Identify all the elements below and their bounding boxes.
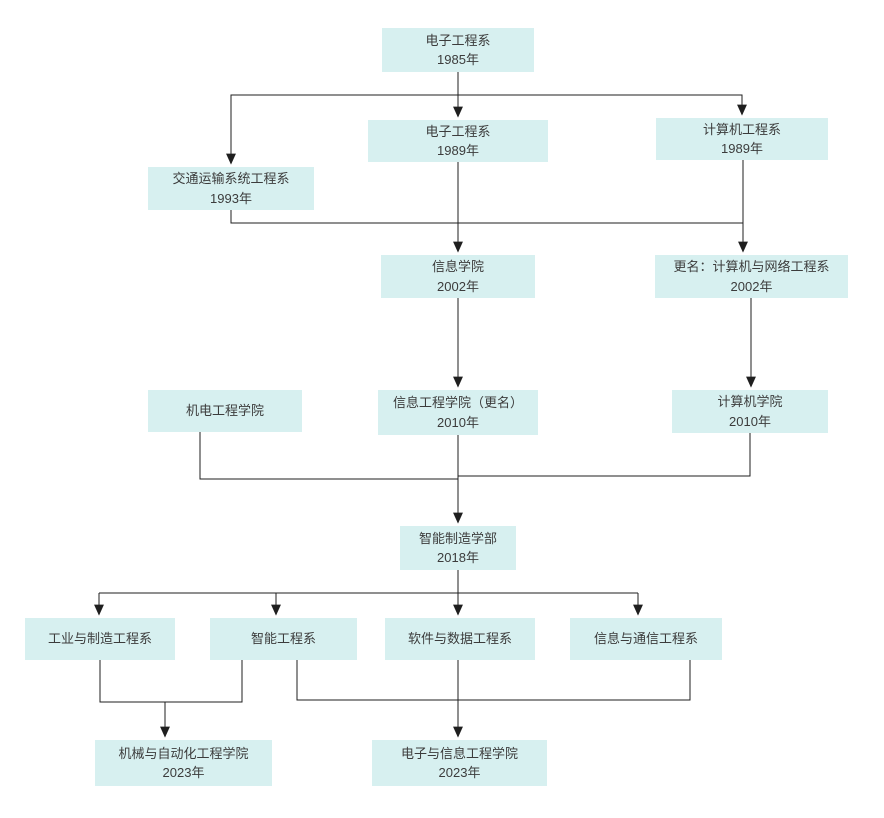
node-year: 2002年 bbox=[437, 278, 479, 294]
node-software-data-eng-dept: 软件与数据工程系 bbox=[385, 618, 535, 660]
node-electronic-eng-dept-1985: 电子工程系 1985年 bbox=[382, 28, 534, 72]
node-year: 1989年 bbox=[721, 141, 763, 156]
node-transportation-systems-eng-dept-1993: 交通运输系统工程系 1993年 bbox=[148, 167, 314, 210]
node-label: 计算机学院 bbox=[717, 394, 783, 409]
node-year: 1985年 bbox=[437, 52, 479, 67]
edge-transportation-1993-merge-line bbox=[230, 210, 743, 224]
node-year: 2023年 bbox=[438, 765, 481, 780]
node-label: 信息学院 bbox=[431, 259, 484, 274]
node-year: 1989年 bbox=[437, 143, 479, 158]
node-label: 智能工程系 bbox=[250, 631, 316, 647]
edge-computer-school-merge-line bbox=[458, 433, 751, 477]
edge-1985-to-computer-1989 bbox=[458, 94, 747, 116]
node-label: 机电工程学院 bbox=[185, 403, 264, 419]
edge-left-merge-line-2023 bbox=[99, 660, 243, 703]
node-information-eng-school-renamed-2010: 信息工程学院（更名） 2010年 bbox=[378, 390, 538, 435]
node-year: 2010年 bbox=[437, 414, 479, 430]
node-intelligent-eng-dept: 智能工程系 bbox=[210, 618, 357, 660]
node-industrial-manufacturing-eng-dept: 工业与制造工程系 bbox=[25, 618, 175, 660]
node-mechatronic-eng-school: 机电工程学院 bbox=[148, 390, 302, 432]
node-information-school-2002: 信息学院 2002年 bbox=[381, 255, 535, 298]
node-label: 交通运输系统工程系 bbox=[172, 171, 290, 186]
node-mechanical-automation-eng-school-2023: 机械与自动化工程学院 2023年 bbox=[95, 740, 272, 786]
node-label: 信息与通信工程系 bbox=[593, 631, 698, 647]
node-label: 更名：计算机与网络工程系 bbox=[673, 259, 830, 274]
node-year: 2010年 bbox=[729, 413, 771, 429]
node-year: 2018年 bbox=[437, 550, 479, 565]
node-electronic-information-eng-school-2023: 电子与信息工程学院 2023年 bbox=[372, 740, 547, 786]
node-label: 计算机工程系 bbox=[702, 121, 781, 137]
node-label: 智能制造学部 bbox=[418, 530, 497, 546]
node-intelligent-manufacturing-faculty-2018: 智能制造学部 2018年 bbox=[400, 526, 516, 570]
node-label: 软件与数据工程系 bbox=[407, 631, 512, 647]
node-label: 电子工程系 bbox=[425, 32, 491, 48]
node-computer-eng-dept-1989: 计算机工程系 1989年 bbox=[656, 118, 828, 160]
node-label: 电子工程系 bbox=[425, 123, 491, 139]
node-computer-school-2010: 计算机学院 2010年 bbox=[672, 390, 828, 433]
node-year: 2002年 bbox=[730, 278, 773, 294]
node-electronic-eng-dept-1989: 电子工程系 1989年 bbox=[368, 120, 548, 162]
node-label: 工业与制造工程系 bbox=[47, 631, 152, 647]
edge-right-merge-line-2023 bbox=[296, 660, 691, 701]
edge-mechatronic-school-merge-line bbox=[199, 432, 458, 480]
node-label: 电子与信息工程学院 bbox=[400, 745, 518, 761]
node-renamed-computer-network-eng-dept-2002: 更名：计算机与网络工程系 2002年 bbox=[655, 255, 848, 298]
edge-1985-to-transportation-1993 bbox=[226, 94, 458, 165]
node-year: 1993年 bbox=[210, 190, 252, 206]
node-label: 信息工程学院（更名） bbox=[392, 395, 523, 410]
node-year: 2023年 bbox=[162, 765, 205, 780]
node-info-communication-eng-dept: 信息与通信工程系 bbox=[570, 618, 722, 660]
node-label: 机械与自动化工程学院 bbox=[118, 745, 249, 761]
